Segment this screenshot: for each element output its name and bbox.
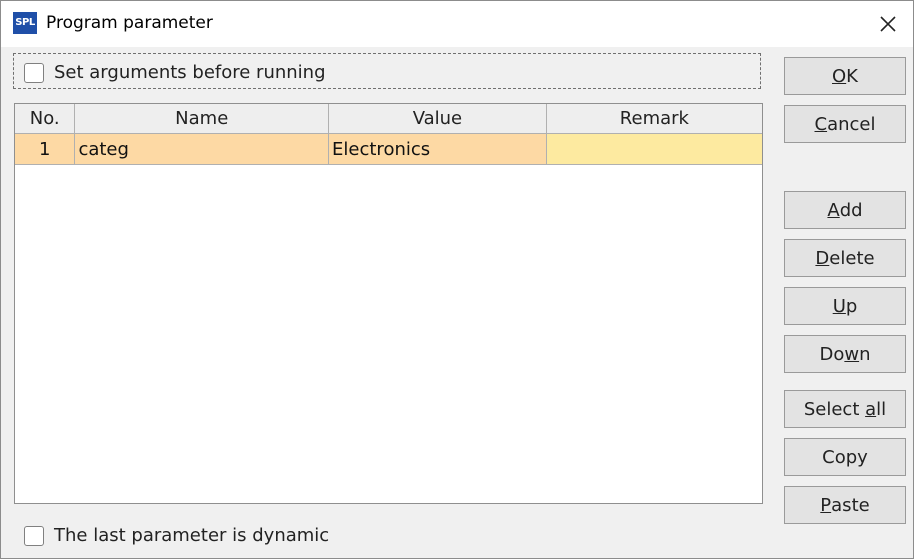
column-header-value[interactable]: Value <box>328 104 547 134</box>
focus-rectangle <box>13 53 761 89</box>
dynamic-parameter-checkbox[interactable] <box>24 525 44 546</box>
dialog-body: Set arguments before running No. Name Va… <box>1 47 913 558</box>
close-button[interactable] <box>869 7 907 41</box>
column-header-name[interactable]: Name <box>74 104 330 134</box>
table-row[interactable]: 1 categ Electronics <box>15 133 762 165</box>
cell-no[interactable]: 1 <box>15 133 76 165</box>
set-arguments-option[interactable]: Set arguments before running <box>24 62 326 83</box>
window-title: Program parameter <box>46 13 213 33</box>
close-icon <box>880 16 896 32</box>
set-arguments-checkbox[interactable] <box>24 62 44 83</box>
title-bar: SPL Program parameter <box>1 1 913 47</box>
spl-app-icon: SPL <box>13 12 37 34</box>
dynamic-parameter-option[interactable]: The last parameter is dynamic <box>24 525 329 546</box>
column-header-no[interactable]: No. <box>15 104 76 134</box>
parameter-grid[interactable]: No. Name Value Remark 1 categ Electronic… <box>14 103 763 504</box>
dynamic-parameter-label: The last parameter is dynamic <box>54 525 330 546</box>
cell-value[interactable]: Electronics <box>328 133 547 165</box>
cell-remark[interactable] <box>546 133 762 165</box>
cell-name[interactable]: categ <box>74 133 330 165</box>
column-header-remark[interactable]: Remark <box>546 104 762 134</box>
grid-header-row: No. Name Value Remark <box>15 104 762 134</box>
copy-button[interactable]: Copy <box>784 438 906 476</box>
set-arguments-label: Set arguments before running <box>54 62 326 83</box>
